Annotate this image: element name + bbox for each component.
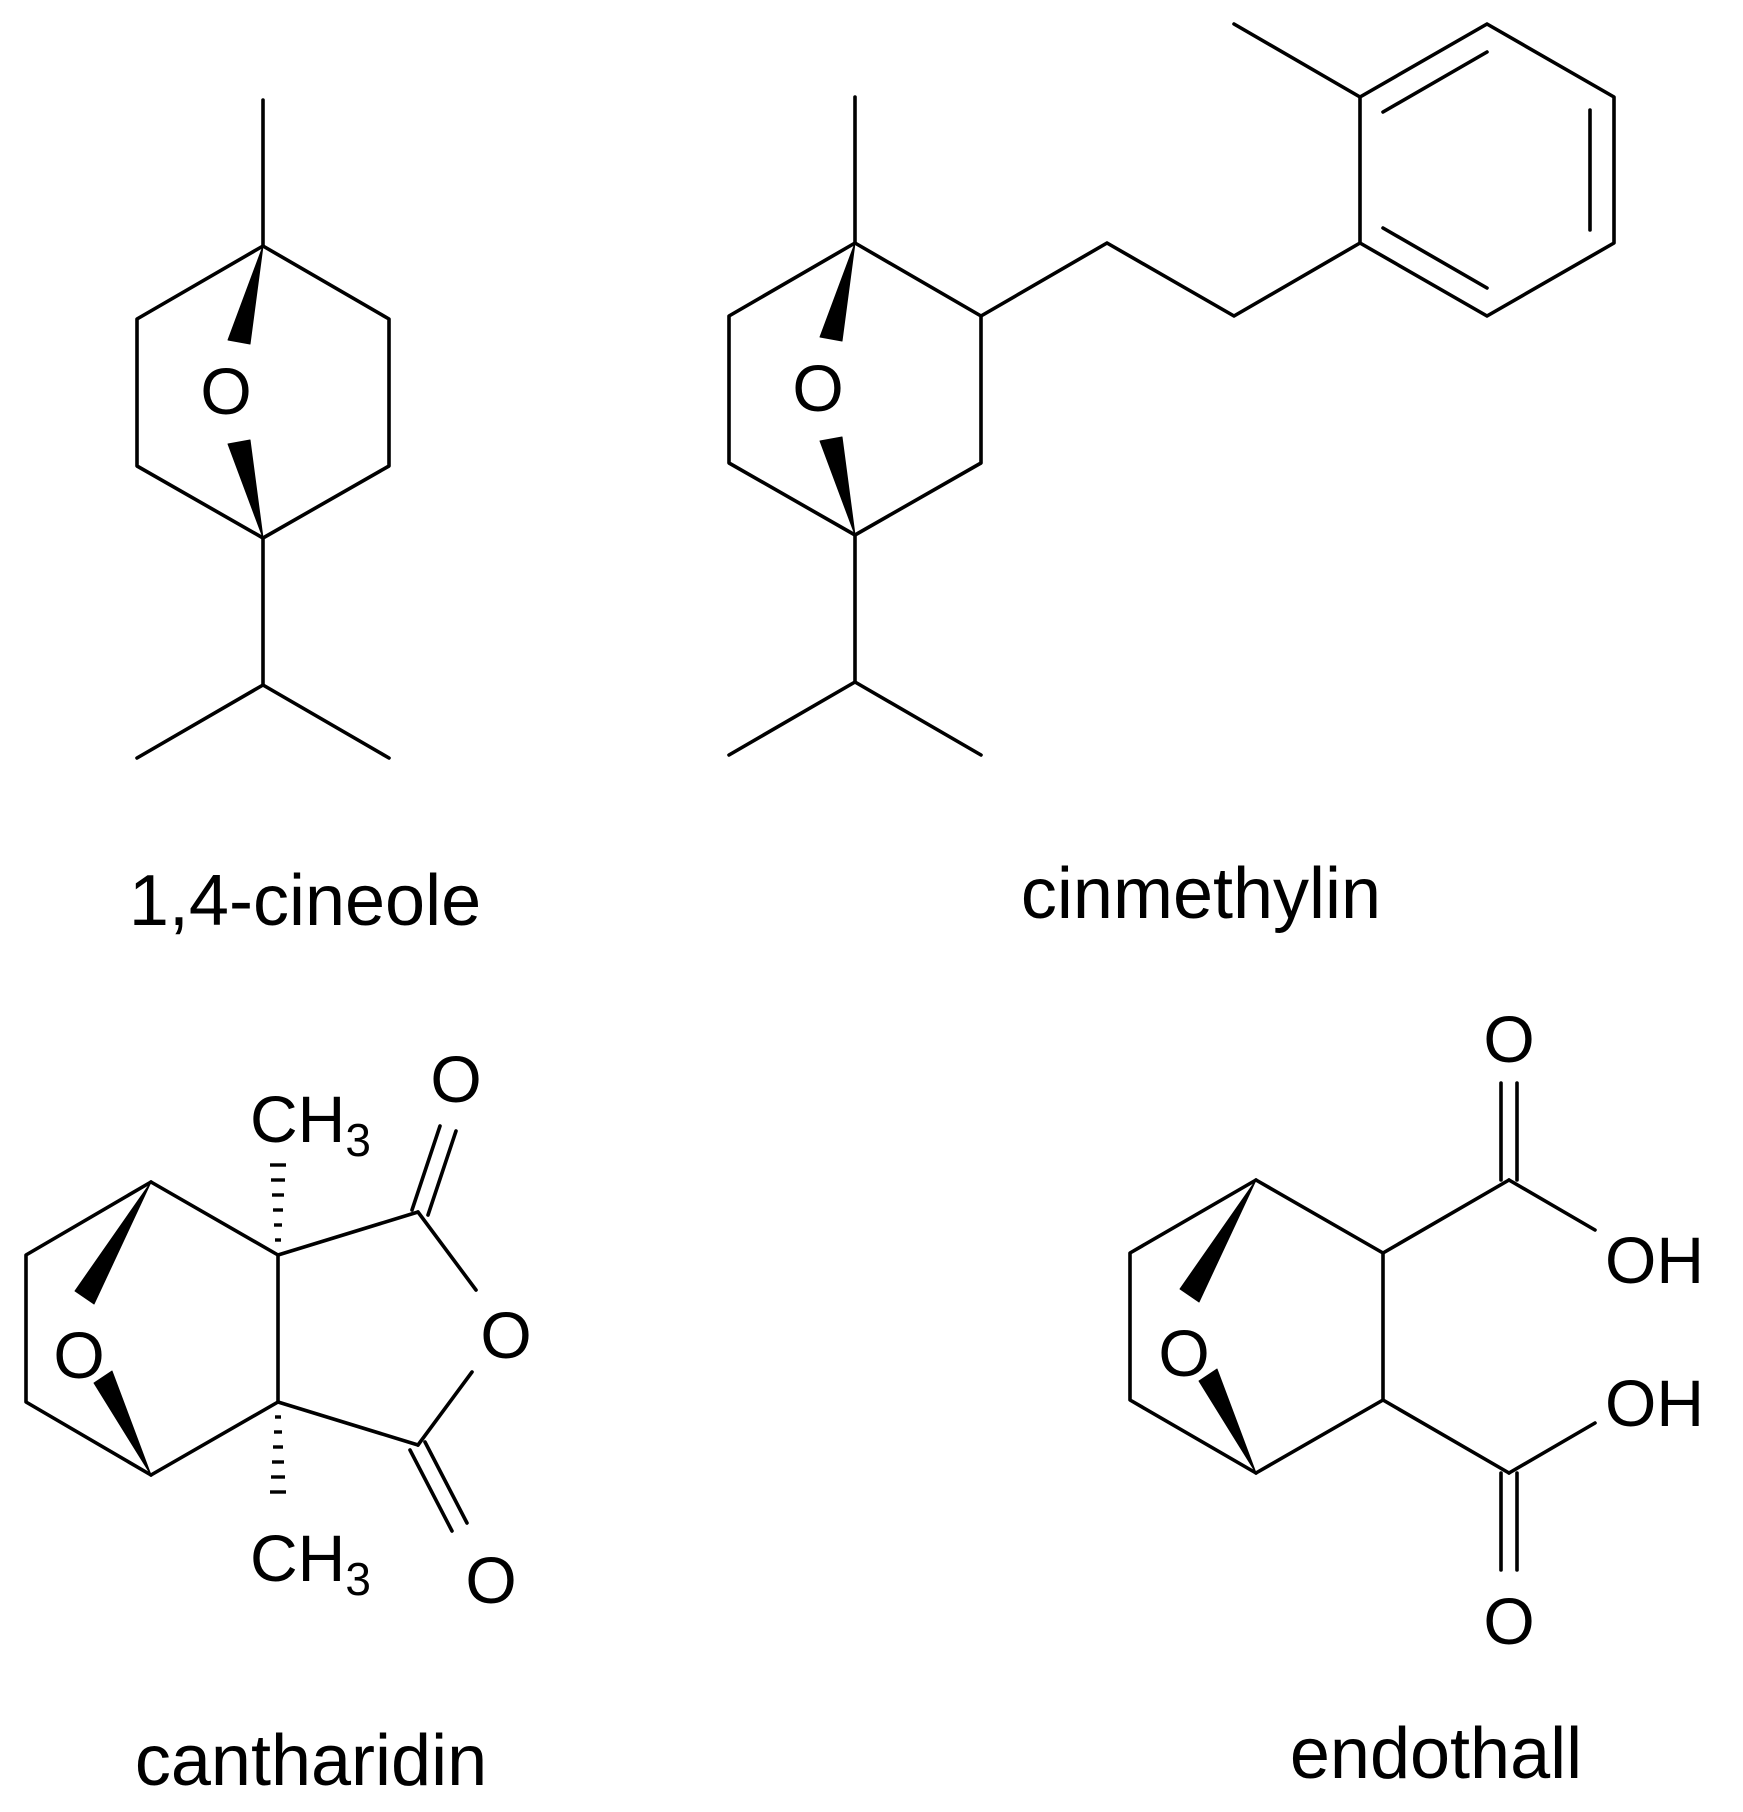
- cantharidin-carbonyl-oxygen-bottom: O: [465, 1543, 516, 1617]
- endothall-bridge-oxygen-atom: O: [1158, 1316, 1209, 1390]
- cineole-bonds: [135, 98, 391, 760]
- cinmethylin-wedge-bond-bottom: [819, 436, 856, 536]
- cantharidin-hashed-bond-bottom: [270, 1415, 286, 1494]
- endothall-hydroxyl-top: OH: [1605, 1223, 1704, 1297]
- cinmethylin-wedge-bond-top: [819, 242, 856, 342]
- cantharidin-ring-oxygen-atom: O: [480, 1298, 531, 1372]
- endothall-name-label: endothall: [1290, 1714, 1582, 1794]
- cinmethylin-bonds: [727, 22, 1616, 757]
- cantharidin-name-label: cantharidin: [135, 1721, 487, 1801]
- cineole-oxygen-atom: O: [200, 354, 251, 428]
- cantharidin-wedge-bond-bottom: [93, 1370, 152, 1476]
- cantharidin-hashed-bond-top: [270, 1163, 286, 1242]
- endothall-carbonyl-oxygen-top: O: [1483, 1002, 1534, 1076]
- molecule-cantharidin: O O O O CH3 CH3 cantharidin: [24, 1042, 532, 1801]
- cantharidin-bonds: [24, 1124, 478, 1533]
- endothall-hydroxyl-bottom: OH: [1605, 1366, 1704, 1440]
- cantharidin-bridge-oxygen-atom: O: [53, 1318, 104, 1392]
- molecule-endothall: O O O OH OH endothall: [1128, 1002, 1704, 1794]
- cantharidin-methyl-bottom: CH3: [250, 1521, 371, 1605]
- endothall-wedge-bond-top: [1179, 1179, 1257, 1303]
- molecule-cinmethylin: O cinmethylin: [727, 22, 1616, 934]
- cineole-wedge-bond-bottom: [227, 439, 264, 539]
- cantharidin-methyl-top: CH3: [250, 1082, 371, 1166]
- endothall-carbonyl-oxygen-bottom: O: [1483, 1584, 1534, 1658]
- cantharidin-wedge-bond-top: [74, 1181, 152, 1305]
- endothall-bonds: [1128, 1081, 1597, 1572]
- cantharidin-carbonyl-oxygen-top: O: [430, 1042, 481, 1116]
- cineole-name-label: 1,4-cineole: [129, 861, 481, 941]
- cinmethylin-oxygen-atom: O: [792, 351, 843, 425]
- cinmethylin-name-label: cinmethylin: [1021, 854, 1381, 934]
- endothall-wedge-bond-bottom: [1198, 1368, 1257, 1474]
- cineole-wedge-bond-top: [227, 245, 264, 345]
- molecule-cineole: O 1,4-cineole: [129, 98, 481, 941]
